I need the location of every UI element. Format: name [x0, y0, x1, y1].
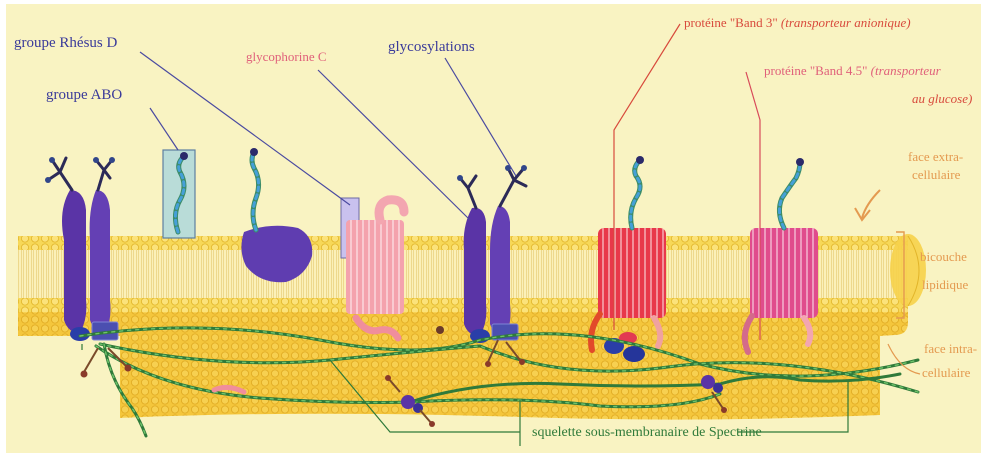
- label-rhesus-d: groupe Rhésus D: [14, 36, 117, 51]
- label-band3-desc: (transporteur anionique): [781, 15, 911, 30]
- label-face-intra-1: face intra-: [924, 342, 977, 355]
- label-band45-desc: (transporteur: [871, 63, 941, 78]
- label-band3: protéine "Band 3" (transporteur anioniqu…: [684, 16, 911, 29]
- abo-antigen: [163, 150, 195, 238]
- label-face-extra-2: cellulaire: [912, 168, 960, 181]
- label-face-intra-2: cellulaire: [922, 366, 970, 379]
- label-band45-desc-2: au glucose): [912, 92, 972, 105]
- label-band45: protéine "Band 4.5" (transporteur: [764, 64, 941, 77]
- label-band45-name: protéine "Band 4.5": [764, 63, 867, 78]
- label-spectrine: squelette sous-membranaire de Spectrine: [532, 426, 762, 440]
- label-face-extra-1: face extra-: [908, 150, 963, 163]
- label-glycosylations: glycosylations: [388, 40, 475, 55]
- label-bicouche-1: bicouche: [920, 250, 967, 263]
- label-band3-name: protéine "Band 3": [684, 15, 778, 30]
- label-bicouche-2: lipidique: [922, 278, 968, 291]
- label-abo: groupe ABO: [46, 88, 122, 103]
- label-glycophorine-c: glycophorine C: [246, 50, 327, 63]
